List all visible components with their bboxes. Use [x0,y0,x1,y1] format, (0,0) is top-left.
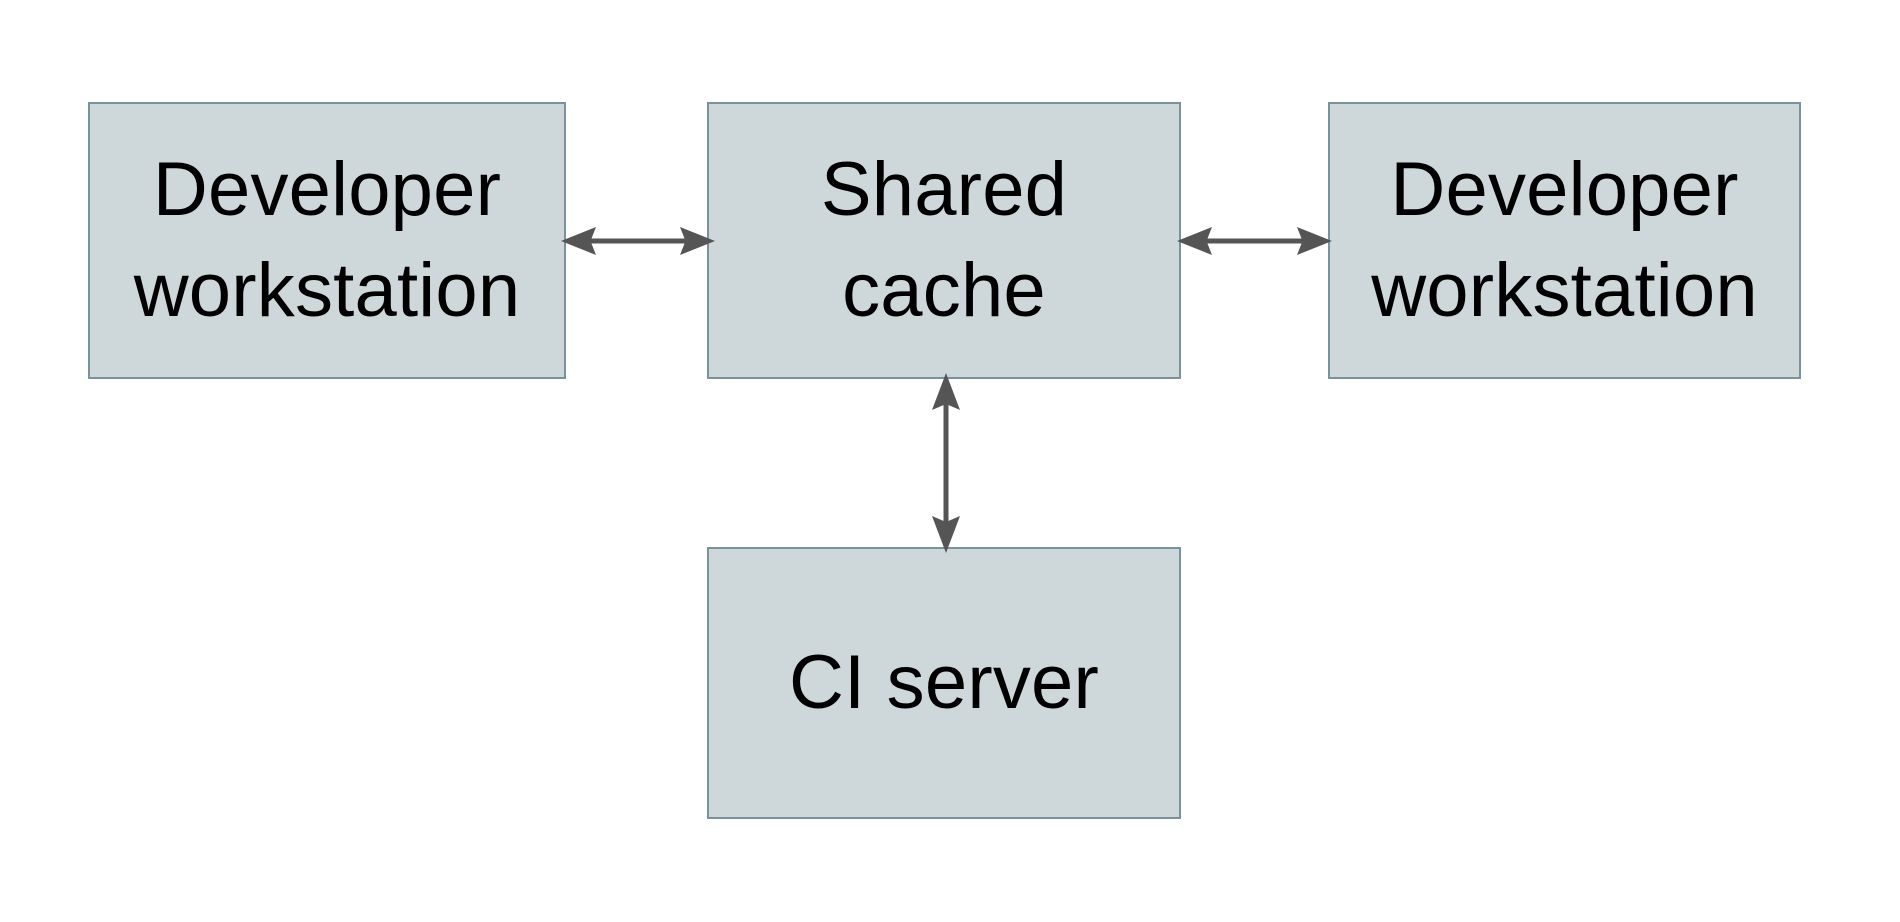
node-developer-workstation-right[interactable]: Developer workstation [1328,102,1801,379]
node-label: Developer workstation [133,147,521,333]
node-ci-server[interactable]: CI server [707,547,1181,819]
node-label: CI server [788,639,1100,725]
connector-shared-cache-to-ci-server [932,373,960,553]
node-developer-workstation-left[interactable]: Developer workstation [88,102,566,379]
connector-shared-cache-to-dev-right [1177,227,1332,255]
double-headed-arrow-icon [932,373,960,553]
node-shared-cache[interactable]: Shared cache [707,102,1181,379]
double-headed-arrow-icon [561,227,715,255]
connector-dev-left-to-shared-cache [561,227,715,255]
double-headed-arrow-icon [1177,227,1332,255]
node-label: Developer workstation [1371,147,1758,333]
node-label: Shared cache [820,147,1068,333]
